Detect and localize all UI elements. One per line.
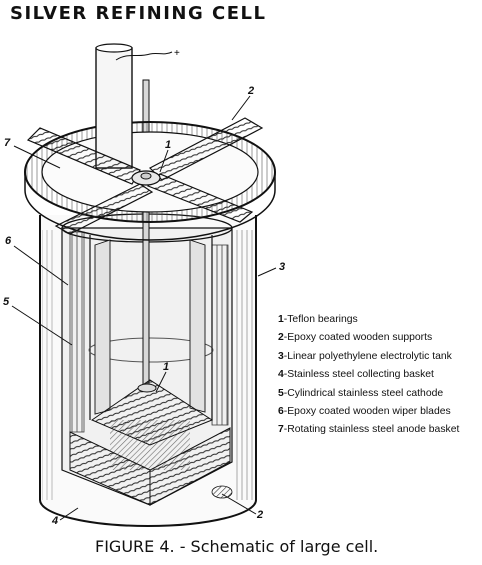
legend-item: 7-Rotating stainless steel anode basket: [278, 424, 460, 436]
callout-1-lower: 1: [163, 361, 169, 373]
cell-schematic: + 1 2 7 6 3 5 1 4 2: [3, 43, 285, 527]
terminal-sign: +: [174, 48, 180, 59]
legend-item: 4-Stainless steel collecting basket: [278, 369, 434, 381]
legend-item: 6-Epoxy coated wooden wiper blades: [278, 405, 451, 417]
legend-item: 1-Teflon bearings: [278, 314, 358, 325]
callout-5: 5: [3, 296, 10, 308]
parts-legend: 1-Teflon bearings 2-Epoxy coated wooden …: [278, 311, 459, 440]
leader-lines: [11, 95, 277, 521]
callout-3: 3: [279, 261, 285, 273]
cutaway-interior: [61, 79, 233, 506]
callout-4: 4: [51, 515, 58, 527]
callout-1-top: 1: [165, 139, 171, 151]
electrode-tube: [95, 43, 133, 169]
callout-labels: 1 2 7 6 3 5 1 4 2: [3, 85, 285, 527]
callout-2-top: 2: [247, 85, 254, 97]
legend-item: 3-Linear polyethylene electrolytic tank: [278, 350, 452, 362]
callout-6: 6: [5, 235, 12, 247]
figure-caption: FIGURE 4. - Schematic of large cell.: [95, 537, 379, 556]
callout-2-lower: 2: [256, 509, 263, 521]
legend-item: 2-Epoxy coated wooden supports: [278, 332, 433, 344]
wooden-supports: [26, 117, 264, 235]
legend-item: 5-Cylindrical stainless steel cathode: [278, 387, 444, 399]
diagram-title: SILVER REFINING CELL: [10, 3, 267, 24]
lead-wire: [115, 51, 173, 61]
callout-7: 7: [4, 137, 11, 149]
